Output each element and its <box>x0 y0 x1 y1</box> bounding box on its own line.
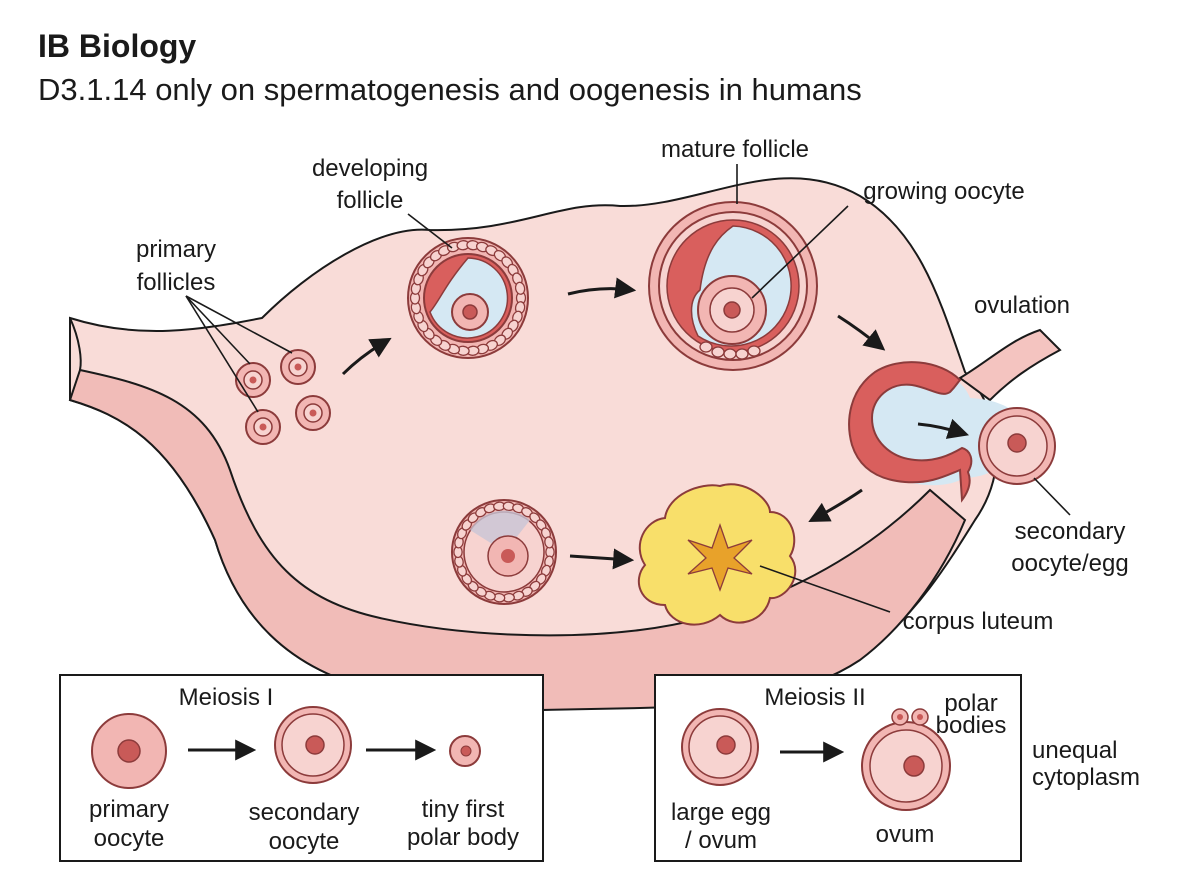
arrow-egg-release <box>917 418 970 439</box>
meiosis-1-heading: Meiosis I <box>179 684 274 711</box>
label-mature-follicle: mature follicle <box>661 136 809 163</box>
ovum-cell <box>861 721 951 811</box>
label-polar-bodies-l2: bodies <box>936 712 1007 739</box>
primary-oocyte-cell <box>91 713 167 789</box>
side-note-l2: cytoplasm <box>1032 764 1140 791</box>
label-secondary-oocyte-l1: secondary <box>1015 518 1126 545</box>
label-ovum: ovum <box>876 821 935 848</box>
label-polar-body-l2: polar body <box>407 824 519 851</box>
leader-lines <box>185 164 1071 613</box>
large-egg-cell <box>681 708 759 786</box>
label-growing-oocyte: growing oocyte <box>863 178 1024 205</box>
label-primary-oocyte-l2: oocyte <box>94 825 165 852</box>
meiosis-1-panel: Meiosis I primary oocyte secondary oocyt… <box>59 674 544 862</box>
label-developing-follicle-l1: developing <box>312 155 428 182</box>
label-primary-oocyte-l1: primary <box>89 796 169 823</box>
meiosis-2-panel: Meiosis II polar bodies large egg / ovum… <box>654 674 1022 862</box>
meiosis-2-heading: Meiosis II <box>764 684 865 711</box>
label-secondary-oocyte-m1-l1: secondary <box>249 799 360 826</box>
label-large-egg-l1: large egg <box>671 799 771 826</box>
arrow-ovulation-to-corpus <box>808 488 863 522</box>
label-corpus-luteum: corpus luteum <box>903 608 1054 635</box>
label-ovulation: ovulation <box>974 292 1070 319</box>
cycle-arrows <box>341 277 970 570</box>
label-primary-follicles-l2: follicles <box>137 269 216 296</box>
primary-follicle <box>245 409 281 445</box>
primary-follicles <box>235 349 331 445</box>
primary-follicle <box>295 395 331 431</box>
developing-follicle <box>407 237 529 359</box>
label-secondary-oocyte-l2: oocyte/egg <box>1011 550 1128 577</box>
label-developing-follicle-l2: follicle <box>337 187 404 214</box>
arrow-mature-to-ovulation <box>837 314 886 351</box>
arrow-regress-to-corpus <box>569 548 635 570</box>
granulosa-cell <box>514 281 526 295</box>
label-primary-follicles-l1: primary <box>136 236 216 263</box>
secondary-oocyte <box>978 407 1056 485</box>
polar-bodies-cells <box>891 708 929 726</box>
corpus-luteum <box>637 483 797 626</box>
label-secondary-oocyte-m1-l2: oocyte <box>269 828 340 855</box>
page-subtitle: D3.1.14 only on spermatogenesis and ooge… <box>38 72 862 107</box>
secondary-oocyte-cell <box>274 706 352 784</box>
arrow-developing-to-mature <box>567 277 637 299</box>
first-polar-body-cell <box>449 735 481 767</box>
label-large-egg-l2: / ovum <box>685 827 757 854</box>
mature-follicle <box>648 201 818 371</box>
page-title: IB Biology <box>38 28 197 64</box>
side-note-l1: unequal <box>1032 737 1117 764</box>
granulosa-cell <box>544 536 554 549</box>
label-polar-body-l1: tiny first <box>422 796 505 823</box>
primary-follicle <box>235 362 271 398</box>
arrow-primary-to-developing <box>341 337 392 376</box>
regressing-follicle <box>451 499 557 605</box>
primary-follicle <box>280 349 316 385</box>
label-polar-bodies-l1: polar <box>944 690 997 717</box>
